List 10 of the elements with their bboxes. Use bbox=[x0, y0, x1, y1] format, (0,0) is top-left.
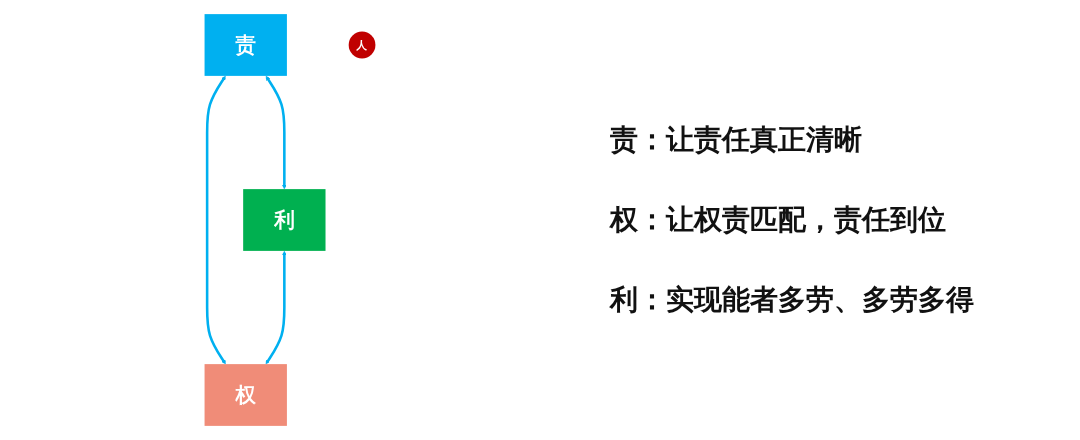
description-text: 责：让责任真正清晰 bbox=[610, 122, 863, 158]
arrow bbox=[205, 75, 226, 365]
node-box: 权 bbox=[204, 364, 287, 426]
description-text: 权：让权责匹配，责任到位 bbox=[610, 202, 947, 238]
node-circle: 人 bbox=[348, 31, 376, 59]
description-text: 利：实现能者多劳、多劳多得 bbox=[610, 282, 975, 318]
arrow bbox=[265, 75, 287, 190]
arrow bbox=[265, 250, 287, 365]
node-box: 利 bbox=[243, 189, 326, 251]
node-box: 责 bbox=[204, 14, 287, 76]
